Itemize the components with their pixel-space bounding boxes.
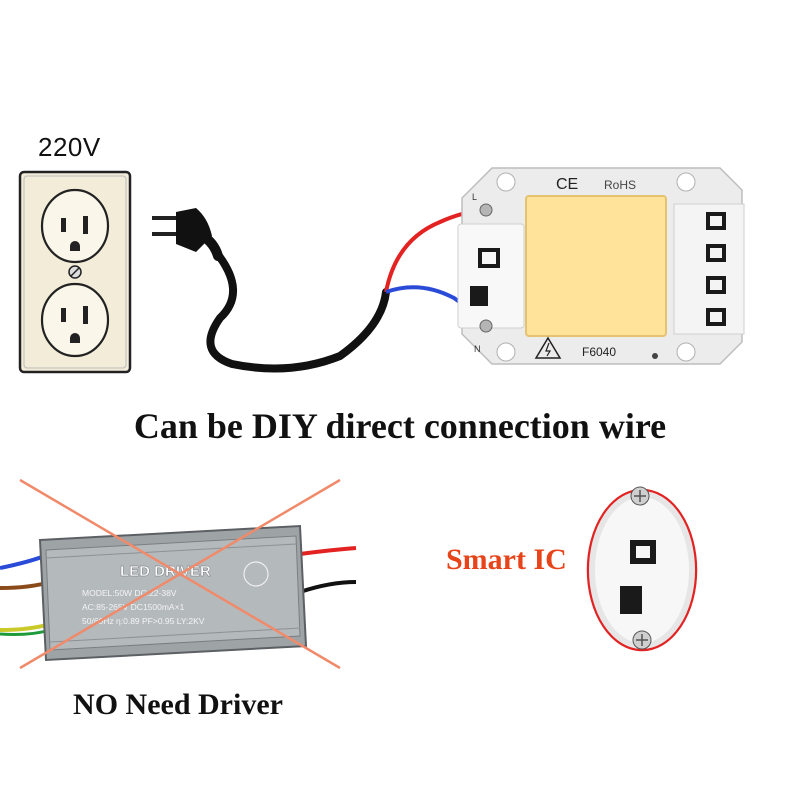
- power-plug: [152, 208, 223, 261]
- rohs-mark: RoHS: [604, 178, 636, 192]
- ic-component: [620, 586, 642, 614]
- warning-icon: [534, 336, 562, 359]
- driver-title: LED DRIVER: [120, 563, 211, 580]
- driver-spec-line3: 50/60Hz η:0.89 PF>0.95 LY:2KV: [82, 616, 205, 626]
- connection-diagram: CE RoHS F6040 L N: [18, 167, 745, 374]
- terminal-live-label: L: [472, 192, 477, 202]
- no-driver-caption: NO Need Driver: [73, 688, 283, 721]
- wall-outlet: [18, 170, 132, 374]
- smart-ic-closeup: [586, 486, 698, 652]
- ce-mark: CE: [556, 176, 578, 193]
- terminal-neutral-label: N: [474, 344, 481, 354]
- chip-model: F6040: [582, 345, 616, 359]
- voltage-label: 220V: [38, 132, 101, 162]
- smart-ic-label: Smart IC: [446, 543, 567, 576]
- headline: Can be DIY direct connection wire: [133, 406, 667, 446]
- cob-led-chip: CE RoHS F6040 L N: [457, 167, 745, 365]
- led-driver-crossed: LED DRIVER MODEL:50W DC:22-38V AC:85-265…: [0, 478, 357, 670]
- driver-spec-line1: MODEL:50W DC:22-38V: [82, 588, 177, 598]
- driver-spec-line2: AC:85-265V DC1500mA×1: [82, 602, 185, 612]
- power-cord: [206, 248, 390, 373]
- cross-out-line: [19, 478, 341, 670]
